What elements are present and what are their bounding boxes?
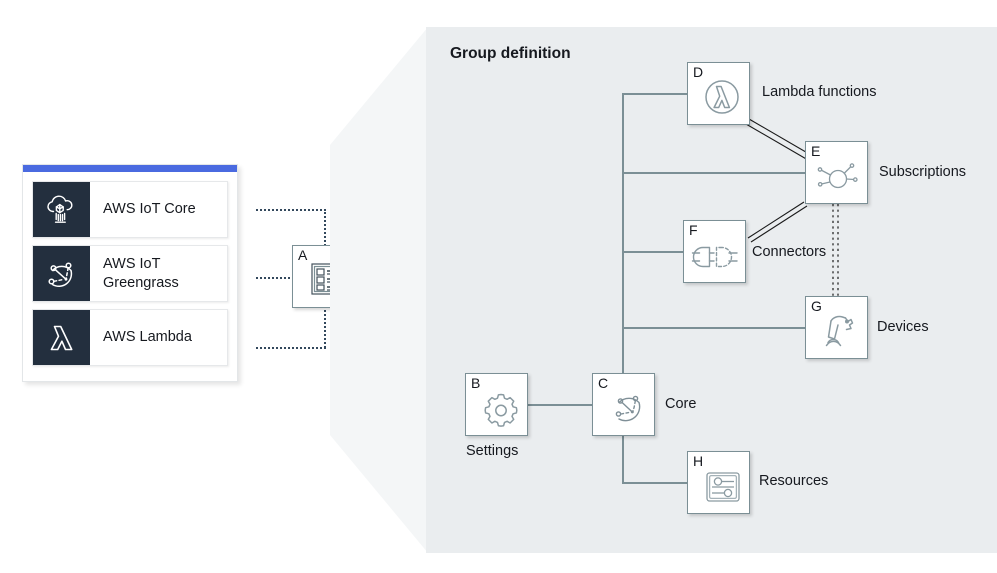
node-g-label: Devices — [877, 319, 929, 335]
edge-trunk-to-h — [622, 482, 688, 484]
node-f-connectors[interactable]: F — [683, 220, 746, 283]
dotted-connector-bottom-vertical — [324, 305, 326, 348]
node-letter: A — [298, 247, 308, 263]
node-letter: E — [811, 143, 821, 159]
dotted-connector-middle-horizontal — [256, 277, 294, 279]
tree-trunk-vertical — [622, 93, 624, 483]
node-letter: D — [693, 64, 704, 80]
node-letter: C — [598, 375, 609, 391]
service-name: AWS IoT Core — [103, 201, 196, 218]
node-g-devices[interactable]: G — [805, 296, 868, 359]
node-letter: G — [811, 298, 822, 314]
node-letter: B — [471, 375, 481, 391]
node-letter: F — [689, 222, 698, 238]
edge-b-to-c — [528, 404, 593, 406]
robot-arm-icon — [806, 297, 867, 358]
edge-trunk-to-g — [622, 327, 806, 329]
card-accent-bar — [23, 165, 237, 172]
greengrass-core-icon — [593, 374, 654, 435]
edge-trunk-to-e — [622, 172, 806, 174]
edge-trunk-to-d — [622, 93, 688, 95]
node-e-label: Subscriptions — [879, 164, 967, 180]
node-b-label: Settings — [466, 443, 519, 459]
node-d-lambda-functions[interactable]: D — [687, 62, 750, 125]
service-name: AWS Lambda — [103, 329, 192, 346]
node-e-subscriptions[interactable]: E — [805, 141, 868, 204]
dotted-connector-bottom-horizontal — [256, 347, 326, 349]
node-d-label: Lambda functions — [762, 84, 877, 100]
resources-sliders-icon — [688, 452, 749, 513]
gear-icon — [466, 374, 527, 435]
node-c-label: Core — [665, 396, 697, 412]
list-item[interactable]: AWS IoT Greengrass — [32, 245, 228, 302]
list-item[interactable]: AWS Lambda — [32, 309, 228, 366]
services-list: AWS IoT Core — [32, 181, 228, 373]
list-item[interactable]: AWS IoT Core — [32, 181, 228, 238]
service-name: AWS IoT Greengrass — [103, 256, 179, 291]
node-f-label: Connectors — [752, 244, 827, 260]
connector-plug-icon — [684, 221, 745, 282]
node-c-core[interactable]: C — [592, 373, 655, 436]
edge-e-to-g-double-dotted — [832, 204, 839, 298]
node-letter: H — [693, 453, 704, 469]
lambda-icon — [33, 310, 90, 365]
aws-services-card: AWS IoT Core — [22, 164, 238, 382]
page-title: Group definition — [450, 45, 571, 62]
lambda-circle-icon — [688, 63, 749, 124]
magnifier-wedge — [330, 27, 428, 553]
edge-d-to-e-double-diagonal — [745, 118, 812, 161]
node-h-resources[interactable]: H — [687, 451, 750, 514]
greengrass-icon — [33, 246, 90, 301]
node-b-settings[interactable]: B — [465, 373, 528, 436]
subscriptions-hub-icon — [806, 142, 867, 203]
dotted-connector-top-horizontal — [256, 209, 326, 211]
dotted-connector-top-vertical — [324, 209, 326, 249]
edge-f-to-e-double-diagonal — [747, 201, 808, 243]
iot-core-cloud-icon — [33, 182, 90, 237]
edge-trunk-to-f — [622, 251, 684, 253]
node-h-label: Resources — [759, 473, 829, 489]
